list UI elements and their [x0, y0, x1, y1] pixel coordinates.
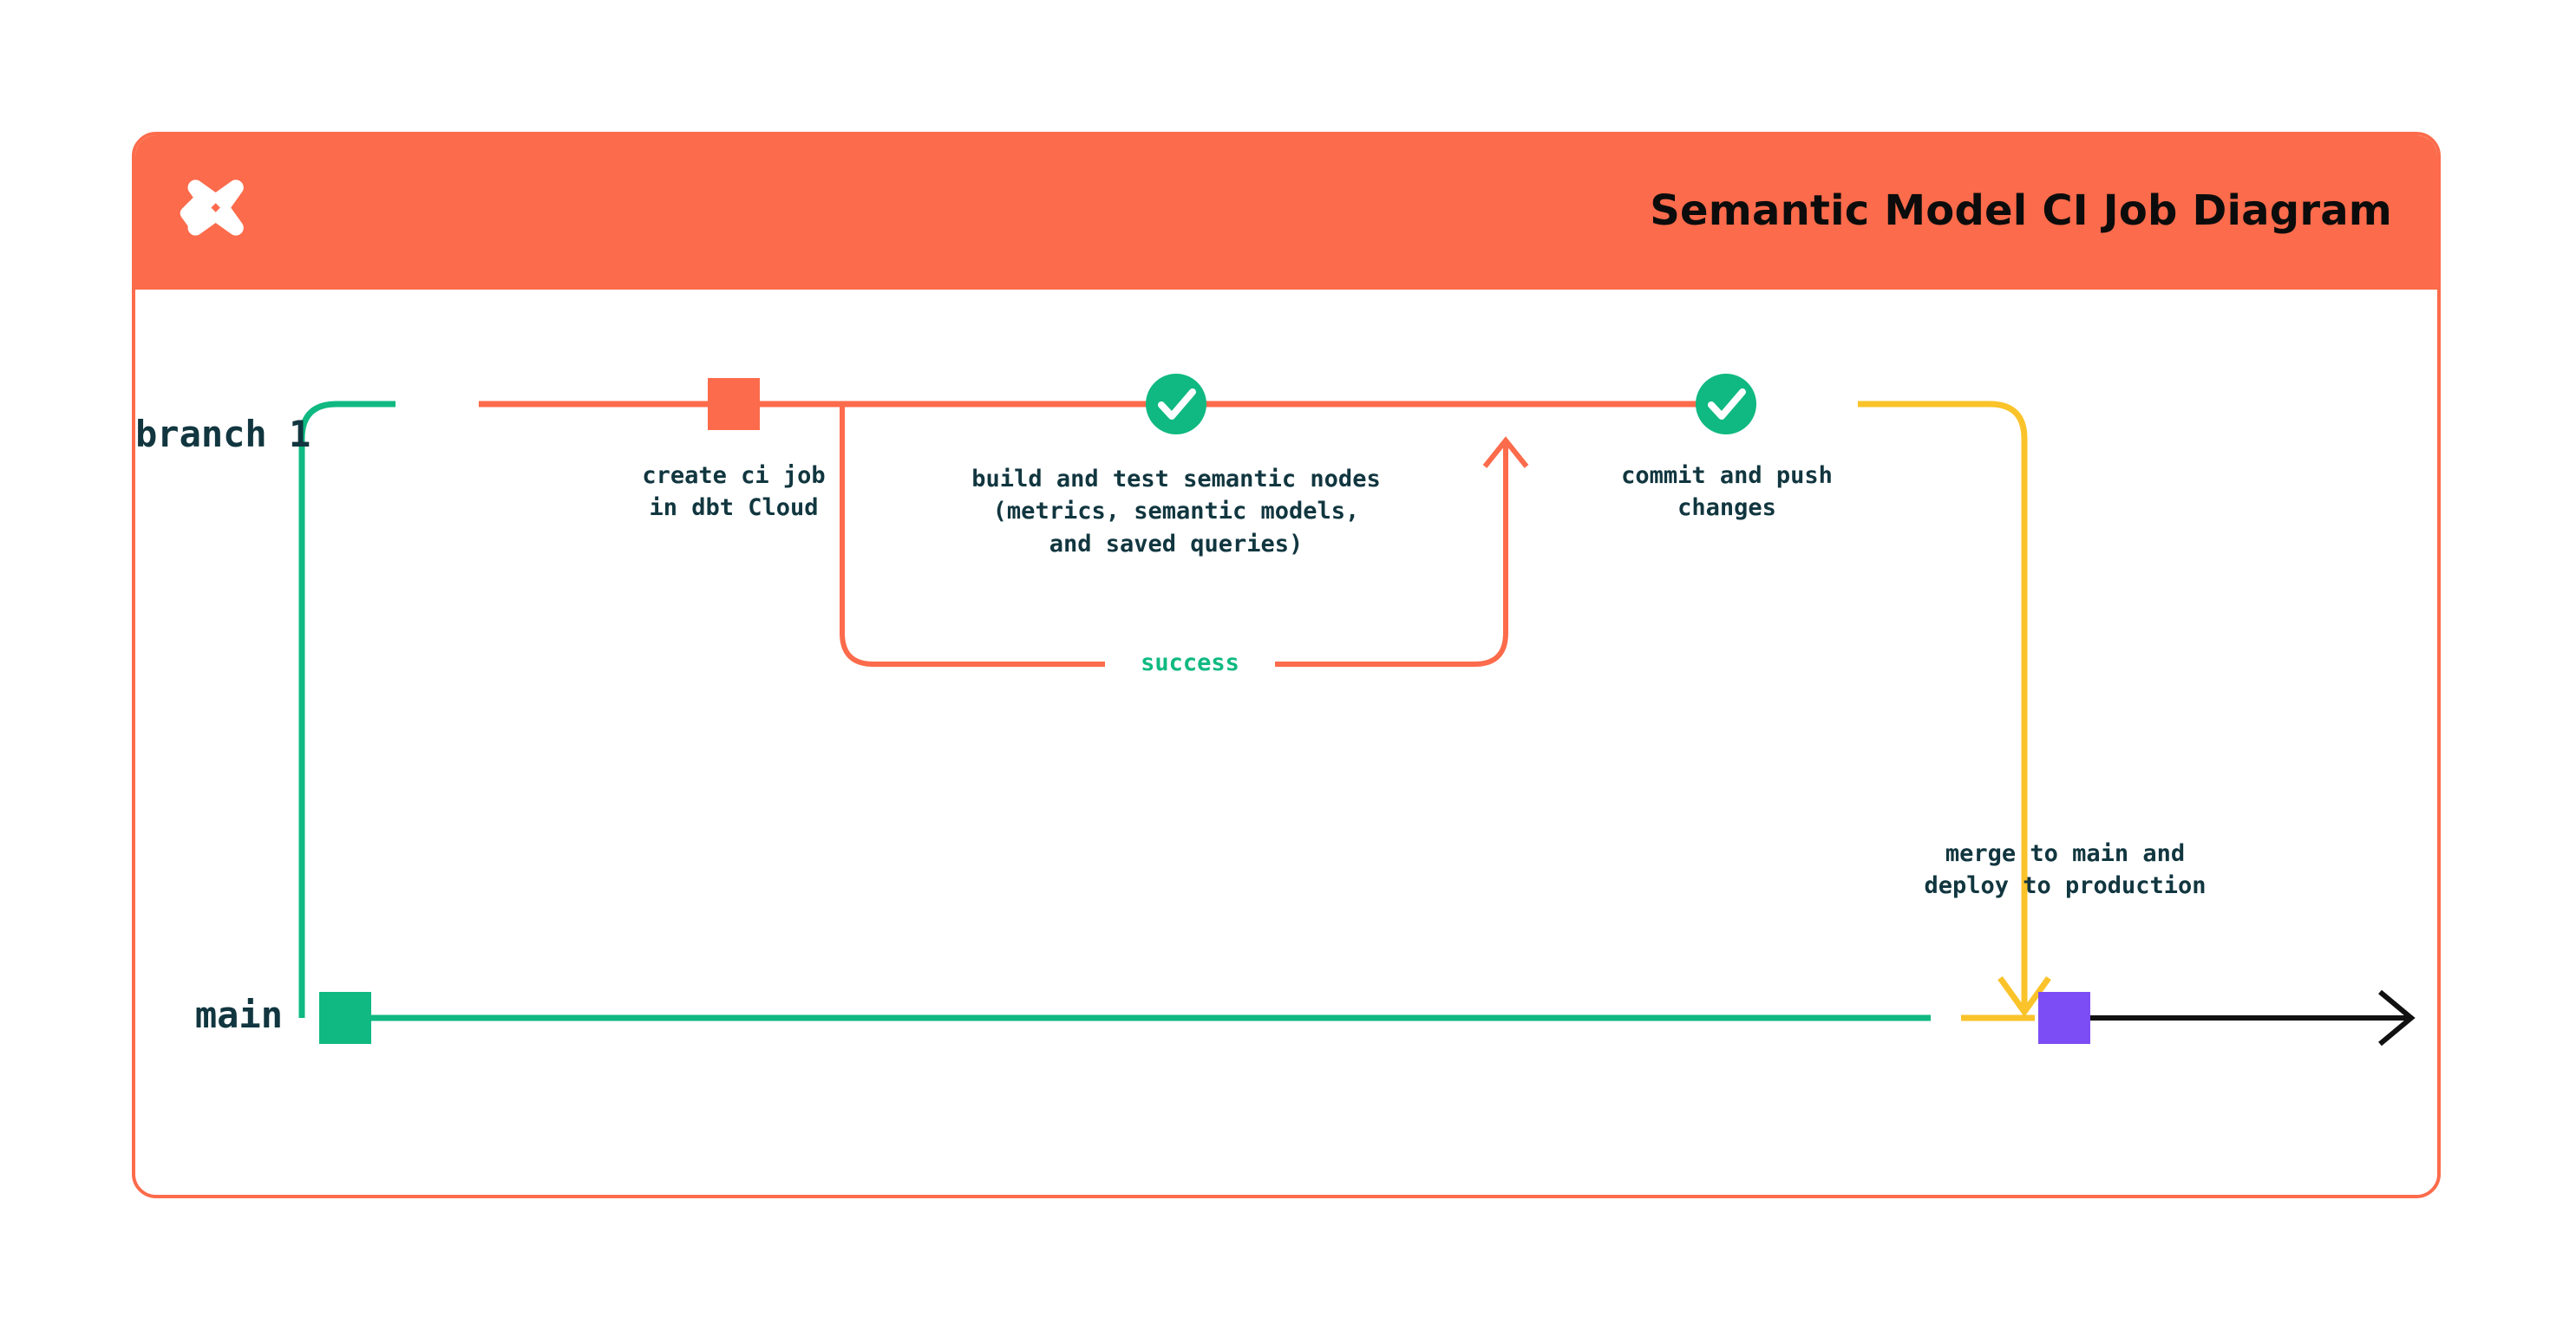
diagram-card: Semantic Model CI Job Diagram [132, 132, 2441, 1198]
card-header: Semantic Model CI Job Diagram [135, 135, 2437, 290]
success-loop-path [840, 404, 1529, 667]
commit-and-push-marker [1696, 374, 1756, 434]
merge-to-main-marker [2038, 992, 2090, 1044]
main-lane-commit-square [319, 992, 371, 1044]
lane-label-main: main [194, 994, 283, 1036]
diagram-canvas: branch 1 main create ci job in dbt Cloud… [135, 293, 2437, 1195]
build-and-test-marker [1146, 374, 1206, 434]
caption-create-ci-job: create ci job in dbt Cloud [642, 462, 826, 522]
lane-label-branch-1: branch 1 [135, 413, 311, 455]
caption-commit-and-push: commit and push changes [1621, 462, 1833, 522]
branch-split-line [298, 401, 482, 1018]
page-title: Semantic Model CI Job Diagram [1650, 186, 2392, 235]
create-ci-job-marker [708, 378, 760, 430]
diagram-graphics [298, 374, 2416, 1047]
production-arrow [2089, 989, 2416, 1047]
edge-label-success: success [1105, 649, 1275, 676]
dbt-logo-icon [180, 179, 244, 236]
caption-build-and-test: build and test semantic nodes (metrics, … [971, 466, 1381, 558]
caption-merge-to-main: merge to main and deploy to production [1924, 840, 2207, 900]
merge-drop-line [1858, 401, 2051, 1018]
